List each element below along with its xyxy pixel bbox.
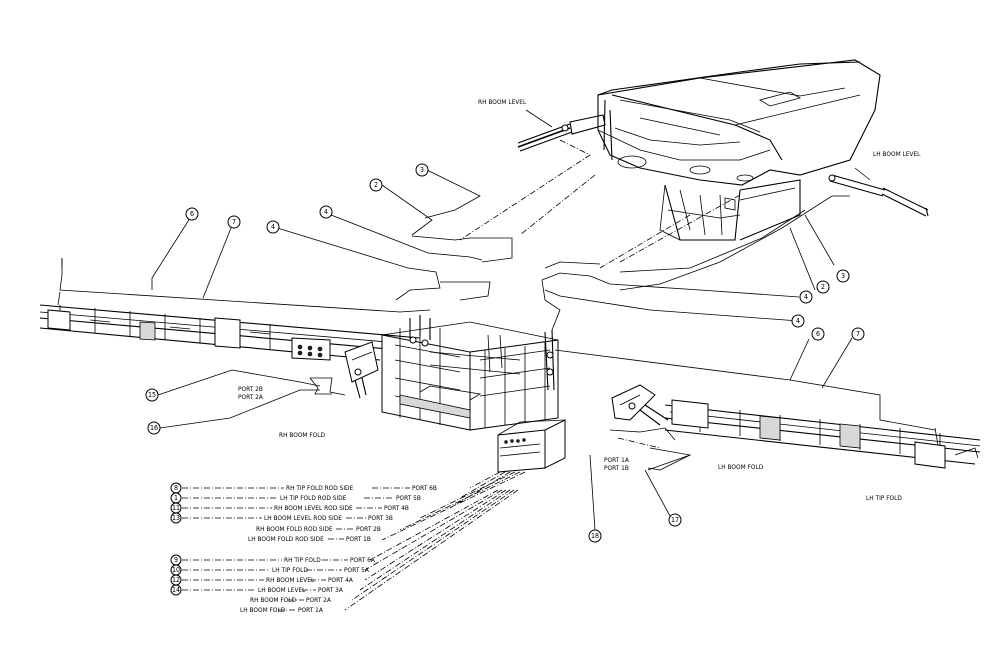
port-1b-label: PORT 1B [604,464,629,472]
callout-circle [369,178,383,192]
callout-number: 3 [841,272,845,280]
callout-circle [836,269,850,283]
lh-boom-level-label: LH BOOM LEVEL [873,150,921,158]
callout-number: 2 [374,181,378,189]
table-row-name: LH BOOM LEVEL [258,586,306,594]
table-row-name: RH TIP FOLD [284,556,321,564]
callout-number: 18 [591,532,599,540]
lh-boom-fold-label: LH BOOM FOLD [718,463,764,471]
port-hoses [344,471,526,611]
table-row-number: 1 [174,494,178,502]
center-valve-frame [381,315,559,431]
table-row-number: 14 [172,586,180,594]
table-row-number: 11 [172,504,180,512]
callout-number: 4 [804,293,808,301]
callout-circle [668,513,682,527]
callout-number: 7 [232,218,236,226]
lh-boom-fold-cylinder [609,384,692,471]
right-hose-leaders [541,195,850,331]
rh-boom-level-label: RH BOOM LEVEL [478,98,527,106]
table-row-port: PORT 4A [328,576,353,584]
left-boom [39,214,431,361]
rh-boom-fold-label: RH BOOM FOLD [279,431,326,439]
table-row-port: PORT 4B [384,504,409,512]
table-row-port: PORT 6B [412,484,437,492]
tank-assembly [597,59,881,241]
table-row-name: RH BOOM LEVEL [266,576,315,584]
table-row-port: PORT 2A [306,596,331,604]
table-row-port: PORT 6A [350,556,375,564]
callout-circle [185,207,199,221]
hose-table-rod-side: 8 RH TIP FOLD ROD SIDE PORT 6B 1 LH TIP … [170,482,437,543]
callout-number: 15 [148,391,156,399]
table-row-number: 10 [172,566,180,574]
table-row-name: RH TIP FOLD ROD SIDE [286,484,354,492]
rh-boom-fold-cylinder [309,341,379,399]
table-row-callout [170,584,182,596]
table-row-name: LH BOOM FOLD ROD SIDE [248,535,324,543]
callout-number: 6 [816,330,820,338]
table-row-name: LH TIP FOLD [272,566,308,574]
rh-boom-level-cylinder [517,109,606,152]
callout-number: 17 [671,516,679,524]
hose-table-base-side: 9 RH TIP FOLD PORT 6A 10 LH TIP FOLD POR… [170,554,375,614]
table-row-number: 9 [174,556,178,564]
callout-number: 6 [190,210,194,218]
callout-circle [791,314,805,328]
table-row-name: RH BOOM FOLD [250,596,297,604]
top-hose-leaders [273,169,513,301]
callout-circle [319,205,333,219]
table-row-name: LH BOOM LEVEL ROD SIDE [264,514,342,522]
manifold-box [497,419,566,473]
table-row-port: PORT 5B [396,494,421,502]
callout-number: 4 [796,317,800,325]
callout-circle [811,327,825,341]
callout-number: 7 [856,330,860,338]
callout-circle [816,280,830,294]
table-row-port: PORT 2B [356,525,381,533]
table-row-port: PORT 1A [298,606,323,614]
table-row-number: 8 [174,484,178,492]
callout-number: 3 [420,166,424,174]
lh-boom-level-cylinder [828,167,929,217]
port-2b-label: PORT 2B [238,385,263,393]
table-row-number: 13 [172,514,180,522]
right-boom [554,337,981,469]
callout-circle [851,327,865,341]
callout-circle [799,290,813,304]
table-row-name: LH BOOM FOLD [240,606,286,614]
port-1a-label: PORT 1A [604,456,629,464]
callout-number: 4 [271,223,275,231]
table-row-port: PORT 3A [318,586,343,594]
table-row-port: PORT 3B [368,514,393,522]
port-2a-label: PORT 2A [238,393,263,401]
table-row-name: LH TIP FOLD ROD SIDE [280,494,347,502]
table-row-number: 12 [172,576,180,584]
table-row-name: RH BOOM LEVEL ROD SIDE [274,504,353,512]
lh-tip-fold-label: LH TIP FOLD [866,494,902,502]
callout-circle [266,220,280,234]
table-row-port: PORT 5A [344,566,369,574]
callout-number: 16 [150,424,158,432]
table-row-callout [170,512,182,524]
callout-bubbles: 2 3 4 4 6 7 2 3 4 4 6 7 15 16 18 17 [145,163,865,543]
callout-number: 4 [324,208,328,216]
callout-circle [415,163,429,177]
callout-number: 2 [821,283,825,291]
table-row-name: RH BOOM FOLD ROD SIDE [256,525,333,533]
callout-circle [227,215,241,229]
table-row-port: PORT 1B [346,535,371,543]
